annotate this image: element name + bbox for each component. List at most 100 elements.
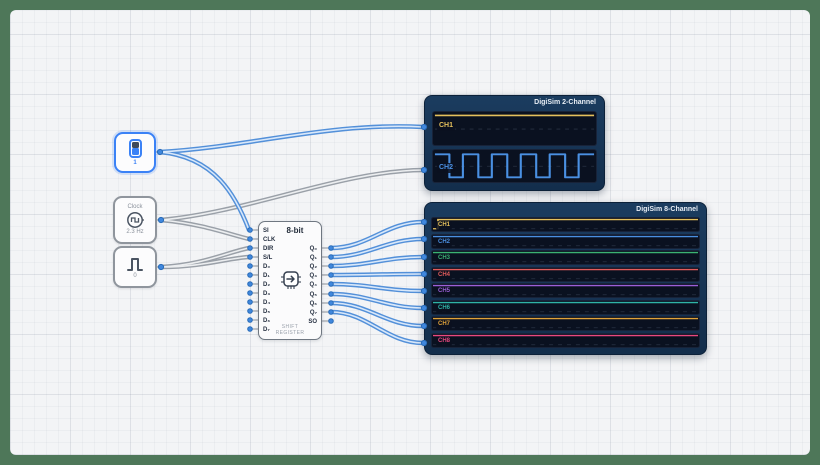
port-dot-d3[interactable]	[247, 290, 253, 296]
port-dot-clk[interactable]	[247, 236, 253, 242]
port-dot-pulse-out[interactable]	[157, 263, 165, 271]
port-dot-d5[interactable]	[247, 308, 253, 314]
port-dot-scope8-ch7[interactable]	[420, 322, 428, 330]
port-dot-si[interactable]	[247, 227, 253, 233]
toggle-switch-component[interactable]: 1	[114, 132, 156, 173]
channel-trace-8ch-8	[432, 334, 699, 346]
chip-icon	[281, 271, 301, 289]
scope-8-channel-title: DigiSim 8-Channel	[636, 206, 698, 213]
pin-label-d1: D₁	[263, 272, 270, 279]
port-dot-scope8-ch8[interactable]	[420, 339, 428, 347]
channel-badge-ch1: CH1	[437, 121, 456, 131]
gray-wire-cores	[160, 169, 424, 268]
pin-label-so: SO	[308, 318, 317, 325]
pulse-state-label: 0	[133, 272, 137, 279]
port-dot-q4[interactable]	[328, 281, 334, 287]
channel-badge-8ch-7: CH7	[436, 320, 453, 330]
port-dot-q5[interactable]	[328, 291, 334, 297]
scope-8-channel-header[interactable]: DigiSim 8-Channel	[425, 203, 706, 216]
scope-2-channel-title: DigiSim 2-Channel	[534, 99, 596, 106]
scope-2-channel-panel[interactable]: DigiSim 2-Channel CH1 CH2	[424, 95, 605, 191]
shift-register-component[interactable]: 8-bit SI CLK DIR S/L D₀ D₁ D₂ D₃ D₄ D₅ D…	[258, 221, 322, 340]
port-dot-scope8-ch3[interactable]	[420, 253, 428, 261]
pin-label-dir: DIR	[263, 245, 274, 252]
port-dot-q7[interactable]	[328, 309, 334, 315]
switch-state-label: 1	[133, 159, 137, 166]
port-dot-q1[interactable]	[328, 254, 334, 260]
port-dot-d0[interactable]	[247, 263, 253, 269]
channel-row-ch1: CH1	[432, 111, 597, 146]
pin-label-d5: D₅	[263, 308, 271, 315]
pin-label-d6: D₆	[263, 317, 271, 324]
channel-trace-8ch-1	[432, 218, 699, 230]
channel-row-8ch-5: CH5	[431, 283, 700, 299]
scope-2-channel-header[interactable]: DigiSim 2-Channel	[425, 96, 604, 109]
pin-label-d7: D₇	[263, 326, 270, 333]
pin-label-si: SI	[263, 227, 269, 234]
channel-trace-8ch-7	[432, 318, 699, 329]
pin-label-d4: D₄	[263, 299, 271, 306]
channel-trace-8ch-5	[432, 285, 699, 296]
register-title: 8-bit	[286, 226, 304, 235]
port-dot-scope2-ch2[interactable]	[420, 166, 428, 174]
port-dot-sl[interactable]	[247, 254, 253, 260]
channel-badge-8ch-2: CH2	[436, 237, 453, 247]
toggle-switch-icon	[128, 138, 142, 158]
pin-label-q1: Q₁	[309, 254, 317, 261]
channel-badge-ch2: CH2	[437, 162, 456, 173]
pin-label-d2: D₂	[263, 281, 270, 288]
port-dot-scope8-ch6[interactable]	[420, 304, 428, 312]
port-dot-so[interactable]	[328, 318, 334, 324]
wire-clock-to-scope2-ch2[interactable]	[158, 167, 426, 223]
port-dot-d6[interactable]	[247, 317, 253, 323]
port-dot-scope8-ch4[interactable]	[420, 270, 428, 278]
channel-badge-8ch-4: CH4	[436, 270, 453, 280]
pin-label-q4: Q₄	[309, 281, 317, 288]
port-dot-q2[interactable]	[328, 263, 334, 269]
channel-trace-ch1	[434, 114, 595, 130]
pin-label-d0: D₀	[263, 263, 271, 270]
port-dot-q6[interactable]	[328, 300, 334, 306]
scope-2-channel-screen: CH1 CH2	[425, 109, 604, 190]
port-dot-clock-out[interactable]	[157, 216, 165, 224]
pin-label-q6: Q₆	[309, 300, 317, 307]
port-layer	[156, 123, 428, 347]
circuit-canvas[interactable]: 1 Clock 2.3 Hz 0 8-bit SI CLK DIR S/L D₀…	[10, 10, 810, 455]
channel-trace-8ch-2	[432, 235, 699, 246]
port-dot-switch-out[interactable]	[156, 148, 164, 156]
channel-row-8ch-1: CH1	[431, 217, 700, 233]
port-dot-d4[interactable]	[247, 299, 253, 305]
channel-trace-ch2	[434, 152, 595, 178]
port-dot-scope8-ch1[interactable]	[420, 218, 428, 226]
port-dot-scope8-ch5[interactable]	[420, 287, 428, 295]
blue-wire-cores	[159, 125, 424, 344]
pin-label-q2: Q₂	[309, 263, 317, 270]
channel-row-8ch-4: CH4	[431, 266, 700, 282]
channel-badge-8ch-6: CH6	[436, 303, 453, 313]
port-dot-q0[interactable]	[328, 245, 334, 251]
port-dot-scope2-ch1[interactable]	[420, 123, 428, 131]
scope-8-channel-panel[interactable]: DigiSim 8-Channel CH1 CH2 CH3	[424, 202, 707, 355]
port-dot-d7[interactable]	[247, 326, 253, 332]
pin-label-q7: Q₇	[309, 309, 317, 316]
port-dot-dir[interactable]	[247, 245, 253, 251]
channel-badge-8ch-5: CH5	[436, 287, 453, 297]
clock-component[interactable]: Clock 2.3 Hz	[113, 196, 157, 244]
pin-label-q5: Q₅	[309, 291, 317, 298]
pin-label-clk: CLK	[263, 236, 276, 243]
channel-trace-8ch-4	[432, 268, 699, 279]
channel-badge-8ch-8: CH8	[436, 336, 453, 346]
pin-label-sl: S/L	[263, 254, 273, 261]
port-dot-d1[interactable]	[247, 272, 253, 278]
pulse-component[interactable]: 0	[113, 246, 157, 288]
channel-row-8ch-7: CH7	[431, 316, 700, 332]
port-dot-scope8-ch2[interactable]	[420, 235, 428, 243]
pulse-icon	[127, 257, 143, 271]
channel-badge-8ch-1: CH1	[436, 221, 453, 230]
channel-trace-8ch-6	[432, 301, 699, 312]
port-dot-q3[interactable]	[328, 272, 334, 278]
channel-trace-8ch-3	[432, 252, 699, 263]
pin-label-d3: D₃	[263, 290, 271, 297]
port-dot-d2[interactable]	[247, 281, 253, 287]
scope-8-channel-screen: CH1 CH2 CH3 CH	[425, 216, 706, 354]
